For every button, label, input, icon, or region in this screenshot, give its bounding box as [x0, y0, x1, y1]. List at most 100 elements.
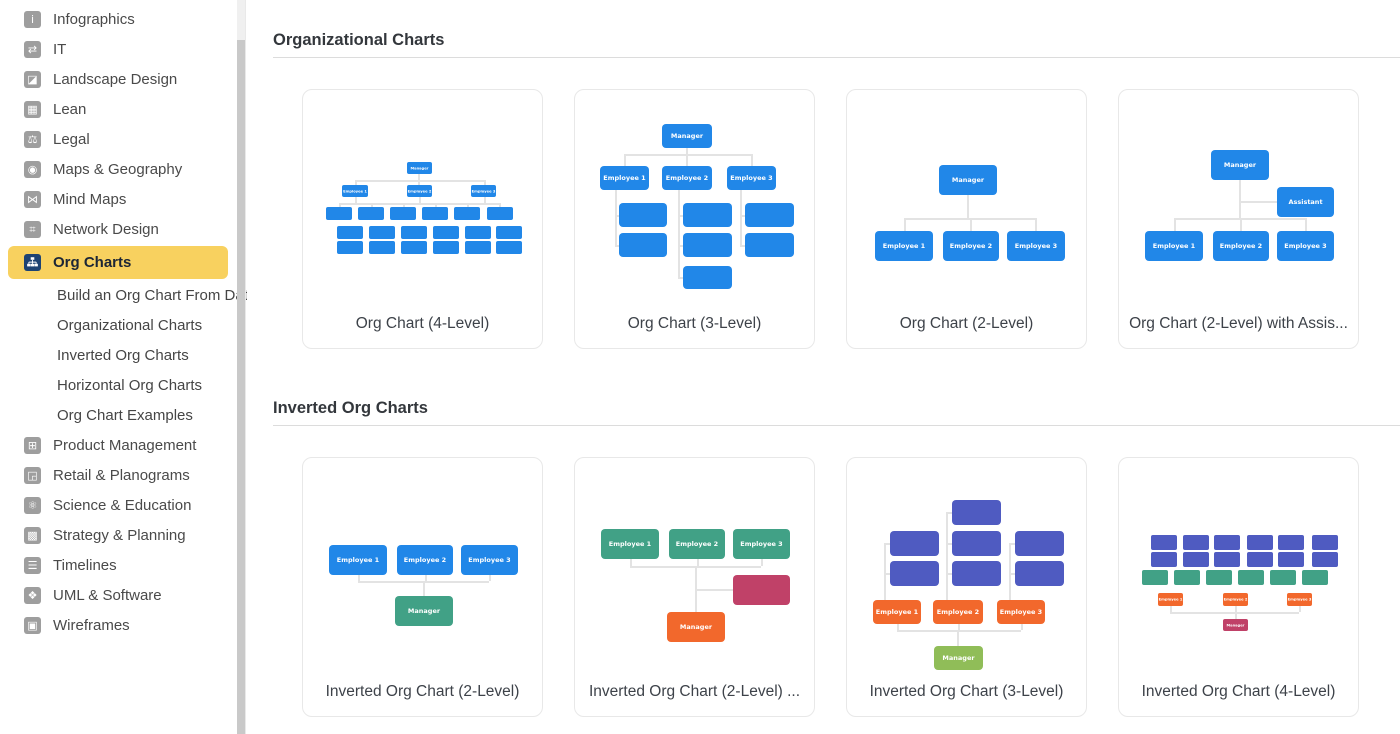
connector-line — [1235, 606, 1237, 612]
card-caption: Inverted Org Chart (2-Level) — [325, 683, 520, 700]
org-node-employee-1: Employee 1 — [875, 231, 933, 261]
sidebar-item-org-chart-examples[interactable]: Org Chart Examples — [0, 400, 246, 430]
connector-line — [615, 245, 619, 247]
connector-line — [624, 154, 752, 156]
connector-line — [678, 277, 683, 279]
org-node — [1312, 552, 1338, 567]
org-charts-icon — [24, 253, 41, 271]
org-node — [1270, 570, 1296, 585]
sidebar-item-wireframes[interactable]: ▣Wireframes — [0, 610, 246, 640]
org-node-label: Employee 1 — [1152, 242, 1196, 250]
org-node-employee-2: Employee 2 — [1213, 231, 1269, 261]
sidebar-item-organizational-charts[interactable]: Organizational Charts — [0, 310, 246, 340]
sidebar-scrollbar-track[interactable] — [237, 0, 246, 734]
maps-geography-icon: ◉ — [24, 160, 41, 178]
org-node — [1278, 535, 1304, 550]
card-caption: Org Chart (2-Level) with Assis... — [1129, 315, 1348, 332]
org-node-employee-3: Employee 3 — [733, 529, 790, 559]
org-node — [1206, 570, 1232, 585]
org-node-employee-2: Employee 2 — [662, 166, 712, 190]
sidebar-item-label: Retail & Planograms — [53, 466, 190, 484]
sidebar-scrollbar-thumb[interactable] — [237, 40, 245, 734]
section-title: Organizational Charts — [273, 31, 445, 49]
strategy-planning-icon: ▩ — [24, 526, 41, 544]
org-node — [487, 207, 513, 220]
sidebar-item-label: UML & Software — [53, 586, 162, 604]
connector-line — [946, 512, 948, 600]
sidebar-item-label: Landscape Design — [53, 70, 178, 88]
lean-icon: ▦ — [24, 100, 41, 118]
sidebar-item-horizontal-org-charts[interactable]: Horizontal Org Charts — [0, 370, 246, 400]
org-node-label: Employee 1 — [603, 174, 646, 182]
connector-line — [970, 218, 972, 231]
org-node-label: Employee 3 — [1284, 242, 1327, 250]
org-node-employee-3: Employee 3 — [471, 185, 496, 197]
connector-line — [695, 589, 733, 591]
sidebar-item-network-design[interactable]: ⌗Network Design — [0, 214, 246, 244]
sidebar-item-landscape-design[interactable]: ◪Landscape Design — [0, 64, 246, 94]
sidebar-item-uml-software[interactable]: ❖UML & Software — [0, 580, 246, 610]
section-title: Inverted Org Charts — [273, 399, 428, 417]
sidebar-item-legal[interactable]: ⚖Legal — [0, 124, 246, 154]
sidebar-item-label: Organizational Charts — [57, 316, 203, 334]
org-node-label: Employee 3 — [471, 188, 496, 194]
org-node — [465, 226, 491, 239]
org-node-label: Employee 1 — [875, 608, 919, 616]
org-node — [890, 561, 939, 586]
org-node-label: Employee 2 — [949, 242, 993, 250]
sidebar-item-label: Science & Education — [53, 496, 192, 514]
sidebar-item-label: Mind Maps — [53, 190, 127, 208]
sidebar-item-it[interactable]: ⇄IT — [0, 34, 246, 64]
org-node — [1312, 535, 1338, 550]
connector-line — [499, 203, 501, 207]
connector-line — [435, 203, 437, 207]
sidebar-item-maps-geography[interactable]: ◉Maps & Geography — [0, 154, 246, 184]
section-divider — [273, 57, 1400, 58]
org-node — [1015, 561, 1064, 586]
org-node — [401, 226, 427, 239]
connector-line — [423, 581, 425, 596]
sidebar-item-timelines[interactable]: ☰Timelines — [0, 550, 246, 580]
sidebar-item-mind-maps[interactable]: ⋈Mind Maps — [0, 184, 246, 214]
org-node — [358, 207, 384, 220]
sidebar-item-label: Network Design — [53, 220, 159, 238]
connector-line — [678, 215, 683, 217]
sidebar-item-retail-planograms[interactable]: ◲ Retail & Planograms — [0, 460, 246, 490]
connector-line — [615, 215, 619, 217]
connector-line — [751, 154, 753, 166]
sidebar-item-inverted-org-charts[interactable]: Inverted Org Charts — [0, 340, 246, 370]
sidebar-item-org-charts[interactable]: Org Charts — [0, 244, 246, 280]
sidebar-item-strategy-planning[interactable]: ▩Strategy & Planning — [0, 520, 246, 550]
sidebar-item-label: Wireframes — [53, 616, 130, 634]
sidebar-item-product-management[interactable]: ⊞Product Management — [0, 430, 246, 460]
org-node-manager: Manager — [395, 596, 453, 626]
org-node-label: Manager — [951, 176, 985, 184]
connector-line — [1235, 612, 1237, 619]
sidebar-item-lean[interactable]: ▦Lean — [0, 94, 246, 124]
org-node-manager: Manager — [667, 612, 725, 642]
org-node-label: Employee 1 — [1158, 597, 1183, 602]
org-node — [619, 233, 667, 257]
connector-line — [740, 245, 745, 247]
org-node-label: Employee 3 — [1287, 597, 1312, 602]
org-node-employee-1: Employee 1 — [1145, 231, 1203, 261]
org-node-employee-2: Employee 2 — [943, 231, 999, 261]
retail-planograms-icon: ◲ — [24, 466, 41, 484]
org-node — [1183, 552, 1209, 567]
connector-line — [884, 543, 886, 600]
connector-line — [371, 203, 373, 207]
sidebar-item-build-an-org-chart-from-data[interactable]: Build an Org Chart From Data — [0, 280, 256, 310]
sidebar-item-science-education[interactable]: ⚛Science & Education — [0, 490, 246, 520]
